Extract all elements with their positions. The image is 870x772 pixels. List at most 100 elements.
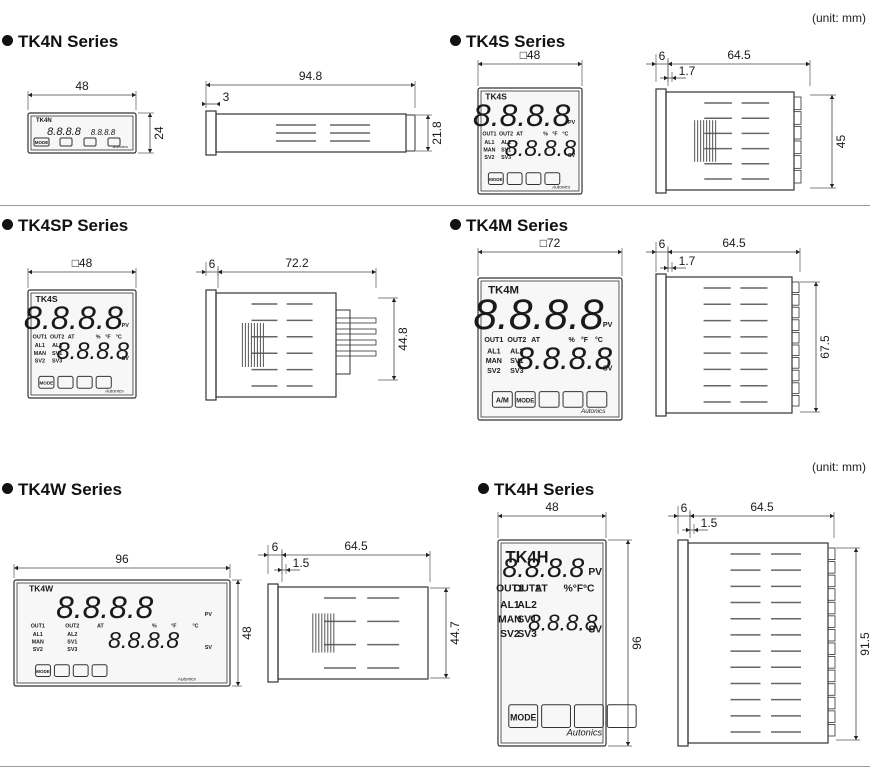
title-tk4w: TK4W Series	[2, 480, 122, 500]
panel-text: TK4N	[36, 118, 52, 124]
panel-text: MAN	[486, 357, 502, 365]
terminal-block	[791, 369, 800, 382]
bullet-icon	[2, 219, 13, 230]
side-bezel	[655, 273, 667, 417]
socket-pin	[335, 339, 377, 346]
dimension-arrow	[391, 298, 397, 302]
socket-pin	[335, 317, 377, 324]
panel-text: Autonics	[566, 728, 603, 738]
dimension-arrow	[853, 736, 859, 740]
side-bezel	[205, 289, 217, 401]
am-button	[491, 391, 513, 408]
panel-text: SV1	[501, 148, 511, 154]
panel-text: MODE	[510, 713, 536, 723]
terminal-block	[827, 696, 836, 710]
dimension-arrow	[147, 149, 153, 153]
panel-text: AL1	[487, 347, 500, 355]
dim-tk4s-length: 64.5	[727, 48, 751, 62]
dimension-arrow	[806, 61, 810, 67]
panel-text: SV1	[517, 614, 537, 625]
panel-text: OUT1	[484, 336, 503, 344]
panel-text: AL2	[67, 632, 77, 638]
terminal-block	[791, 281, 800, 294]
panel-text: %	[564, 584, 573, 595]
front-bezel	[13, 579, 231, 687]
panel-text: 8.8.8.8	[473, 97, 571, 133]
terminal-block	[791, 331, 800, 344]
panel-text: OUT2	[507, 336, 526, 344]
panel-text: °C	[562, 132, 568, 138]
panel-text: °F	[581, 336, 589, 344]
dimension-arrow	[478, 61, 482, 67]
side-body	[665, 91, 795, 191]
left-button	[506, 172, 523, 185]
terminal-block	[793, 125, 802, 140]
terminal-block	[791, 306, 800, 319]
dim-tk4sp-width: □48	[72, 256, 93, 270]
panel-text: MODE	[516, 399, 534, 405]
dim-tk4n-width: 48	[75, 79, 89, 93]
up-button	[107, 137, 121, 147]
front-face	[480, 280, 620, 418]
dim-tk4w-length: 64.5	[344, 539, 368, 553]
terminal-block	[791, 319, 800, 331]
dimension-label: 6	[681, 501, 688, 515]
panel-text: 8.8.8.8	[56, 338, 129, 365]
terminal-block	[827, 547, 836, 560]
dimension-label: 1.7	[679, 64, 696, 78]
left-button	[53, 664, 70, 677]
panel-text: AL1	[500, 600, 520, 611]
dimension-arrow	[672, 75, 676, 81]
panel-text: AT	[535, 584, 549, 595]
dimension-arrow	[132, 92, 136, 98]
side-bezel	[267, 583, 279, 683]
dimension-arrow	[618, 249, 622, 255]
panel-text: AL2	[510, 347, 523, 355]
dimension-arrow	[278, 567, 282, 573]
section-divider-bottom	[0, 766, 870, 767]
dim-tk4n-height: 24	[152, 126, 166, 140]
bullet-icon	[450, 219, 461, 230]
terminal-block	[827, 642, 836, 655]
panel-text: PV	[205, 612, 213, 618]
terminal-block	[827, 710, 836, 723]
dim-tk4w-height: 48	[240, 626, 254, 640]
panel-text: 8.8.8.8	[473, 291, 604, 339]
dimension-arrow	[498, 513, 502, 519]
panel-text: AT	[516, 132, 523, 138]
terminal-block	[791, 394, 800, 407]
terminal-block	[793, 155, 802, 169]
terminal-block	[827, 724, 836, 737]
left-button	[538, 391, 560, 408]
terminal-block	[793, 111, 802, 125]
dimension-arrow	[664, 75, 668, 81]
side-body	[665, 276, 793, 414]
terminal-block	[827, 629, 836, 642]
dimension-label: 1.7	[679, 254, 696, 268]
dimension-arrow	[443, 588, 449, 592]
dimension-arrow	[443, 674, 449, 678]
mode-button	[33, 137, 50, 147]
up-button	[544, 172, 561, 185]
panel-text: °F	[105, 335, 111, 341]
front-face	[30, 292, 134, 396]
dimension-arrow	[686, 527, 690, 533]
panel-text: MAN	[483, 148, 495, 154]
up-button	[95, 375, 112, 389]
panel-text: SV3	[517, 629, 537, 640]
panel-text: AL1	[484, 140, 494, 146]
mode-button	[514, 391, 536, 408]
panel-text: Autonics	[580, 408, 606, 415]
terminal-block	[793, 140, 802, 155]
dimension-arrow	[372, 269, 376, 275]
dim-tk4s-width: □48	[520, 48, 541, 62]
panel-text: OUT2	[499, 132, 513, 138]
terminal-block	[827, 615, 836, 628]
panel-text: PV	[603, 321, 613, 329]
dim-tk4h-height: 96	[630, 636, 644, 650]
panel-text: AL1	[35, 343, 45, 349]
down-button	[72, 664, 89, 677]
up-button	[586, 391, 608, 408]
dimension-arrow	[602, 513, 606, 519]
